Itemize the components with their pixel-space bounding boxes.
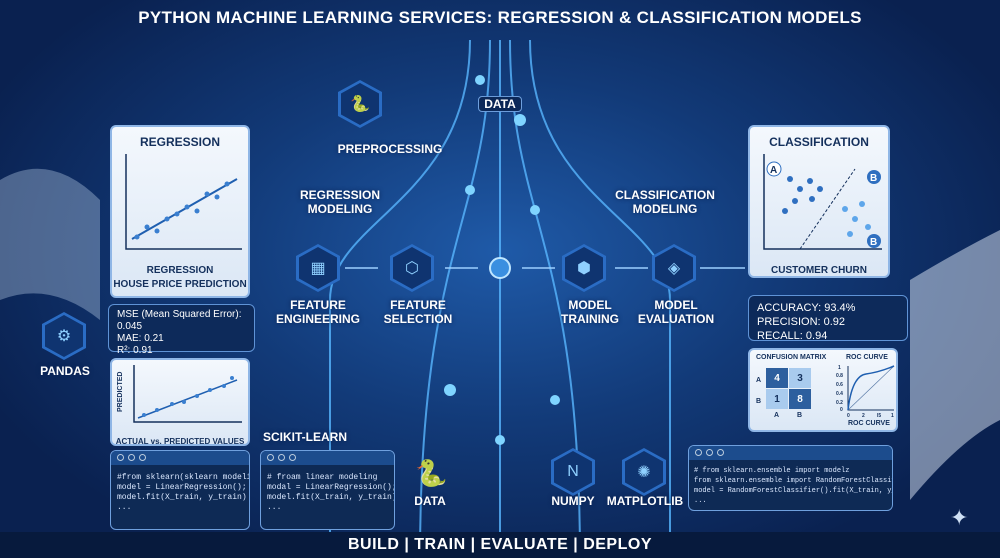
metric-r2: R²: 0.91	[117, 345, 153, 356]
window-dot-icon	[706, 449, 713, 456]
metric-precision: PRECISION: 0.92	[757, 316, 846, 328]
code-window-linear: # froam linear modeling modal = LinearRe…	[260, 450, 395, 530]
metric-mse: MSE (Mean Squared Error): 0.045	[117, 309, 242, 332]
pipeline-step-model-evaluation: MODEL EVALUATION	[637, 298, 715, 326]
roc-xtick: 2	[862, 413, 865, 418]
regression-card: REGRESSION REGRESSION HOUSE PRICE PREDIC…	[110, 125, 250, 298]
regression-axis-label: REGRESSION	[146, 265, 214, 276]
evaluation-card: CONFUSION MATRIX A B 4 3 1 8 A B ROC CUR…	[748, 348, 898, 432]
class-a-marker: A	[770, 165, 777, 176]
regression-caption: HOUSE PRICE PREDICTION	[113, 279, 247, 290]
metric-recall: RECALL: 0.94	[757, 330, 828, 342]
matplotlib-label: MATPLOTLIB	[606, 494, 684, 508]
cm-row-label: B	[756, 398, 762, 405]
class-b-marker: B	[870, 173, 877, 184]
roc-xtick: 1	[891, 413, 894, 418]
classification-card: CLASSIFICATION A B B CUSTOMER CHURN	[748, 125, 890, 278]
footer-tagline: BUILD | TRAIN | EVALUATE | DEPLOY	[0, 532, 1000, 558]
actual-vs-predicted-card: PREDICTED ACTUAL vs. PREDICTED VALUES	[110, 358, 250, 446]
roc-xtick: 0	[847, 413, 850, 418]
python-icon: 🐍	[415, 458, 448, 488]
numpy-label: NUMPY	[551, 494, 595, 508]
preprocessing-label: PREPROCESSING	[337, 142, 443, 156]
pipeline-step-feature-engineering: FEATURE ENGINEERING	[275, 298, 360, 326]
confusion-matrix: 4 3 1 8	[766, 368, 811, 409]
window-dot-icon	[717, 449, 724, 456]
metric-mae: MAE: 0.21	[117, 333, 164, 344]
cm-cell: 3	[789, 368, 811, 388]
pipeline-step-feature-selection: FEATURE SELECTION	[383, 298, 453, 326]
window-dot-icon	[117, 454, 124, 461]
avp-xlabel: ACTUAL vs. PREDICTED VALUES	[115, 437, 245, 446]
window-dot-icon	[289, 454, 296, 461]
sparkle-icon: ✦	[950, 505, 969, 530]
roc-ytick: 0	[840, 407, 843, 413]
code-snippet: #from sklearn(sklearn modeling) model = …	[117, 473, 249, 512]
roc-title: ROC CURVE	[846, 354, 888, 361]
cm-row-label: A	[756, 377, 762, 384]
feature-selection-icon: ⬡	[390, 244, 434, 292]
cm-cell: 4	[766, 368, 788, 388]
class-b-marker: B	[870, 237, 877, 248]
code-window-classifier: # from sklearn.ensemble import modelz fr…	[688, 445, 893, 511]
pandas-label: PANDAS	[40, 364, 90, 378]
regression-scatter-plot	[125, 154, 242, 250]
window-dot-icon	[139, 454, 146, 461]
pipeline-step-model-training: MODEL TRAINING	[561, 298, 619, 326]
window-dot-icon	[695, 449, 702, 456]
classification-caption: CUSTOMER CHURN	[771, 265, 867, 276]
roc-ytick: 1	[838, 365, 841, 371]
regression-card-title: REGRESSION	[139, 135, 220, 149]
regression-modeling-label: REGRESSION MODELING	[299, 188, 380, 216]
roc-xtick: l5	[877, 413, 881, 418]
regression-metrics: MSE (Mean Squared Error): 0.045 MAE: 0.2…	[108, 304, 255, 356]
metric-accuracy: ACCURACY: 93.4%	[757, 302, 856, 314]
avp-ylabel: PREDICTED	[117, 372, 124, 412]
roc-ytick: 0.2	[836, 400, 843, 406]
window-dot-icon	[267, 454, 274, 461]
code-snippet: # froam linear modeling modal = LinearRe…	[267, 473, 395, 512]
window-dot-icon	[128, 454, 135, 461]
cm-col-label: A	[774, 412, 780, 419]
roc-ytick: 0.8	[836, 373, 843, 379]
cm-cell: 1	[766, 389, 788, 409]
confusion-matrix-title: CONFUSION MATRIX	[756, 354, 827, 361]
code-window-regression: #from sklearn(sklearn modeling) model = …	[110, 450, 250, 530]
code-snippet: # from sklearn.ensemble import modelz fr…	[694, 467, 892, 505]
roc-caption: ROC CURVE	[848, 420, 890, 427]
roc-ytick: 0.6	[836, 382, 843, 388]
window-dot-icon	[278, 454, 285, 461]
data-top-label: DATA	[478, 96, 522, 112]
scikit-learn-label: SCIKIT-LEARN	[263, 430, 347, 444]
data-bottom-label: DATA	[414, 494, 446, 508]
cm-cell: 8	[789, 389, 811, 409]
classification-modeling-label: CLASSIFICATION MODELING	[615, 188, 715, 216]
cm-col-label: B	[797, 412, 803, 419]
roc-ytick: 0.4	[836, 391, 843, 397]
page-title: PYTHON MACHINE LEARNING SERVICES: REGRES…	[138, 8, 862, 27]
python-icon: 🐍	[338, 80, 382, 128]
classification-scatter-plot: A B B	[763, 154, 882, 250]
classification-metrics: ACCURACY: 93.4% PRECISION: 0.92 RECALL: …	[748, 295, 908, 342]
roc-curve-chart: 1 0.8 0.6 0.4 0.2 0 0 2 l5 1	[836, 365, 895, 418]
actual-vs-predicted-plot: PREDICTED	[117, 365, 242, 423]
classification-card-title: CLASSIFICATION	[769, 135, 869, 149]
feature-engineering-icon: ▦	[296, 244, 340, 292]
